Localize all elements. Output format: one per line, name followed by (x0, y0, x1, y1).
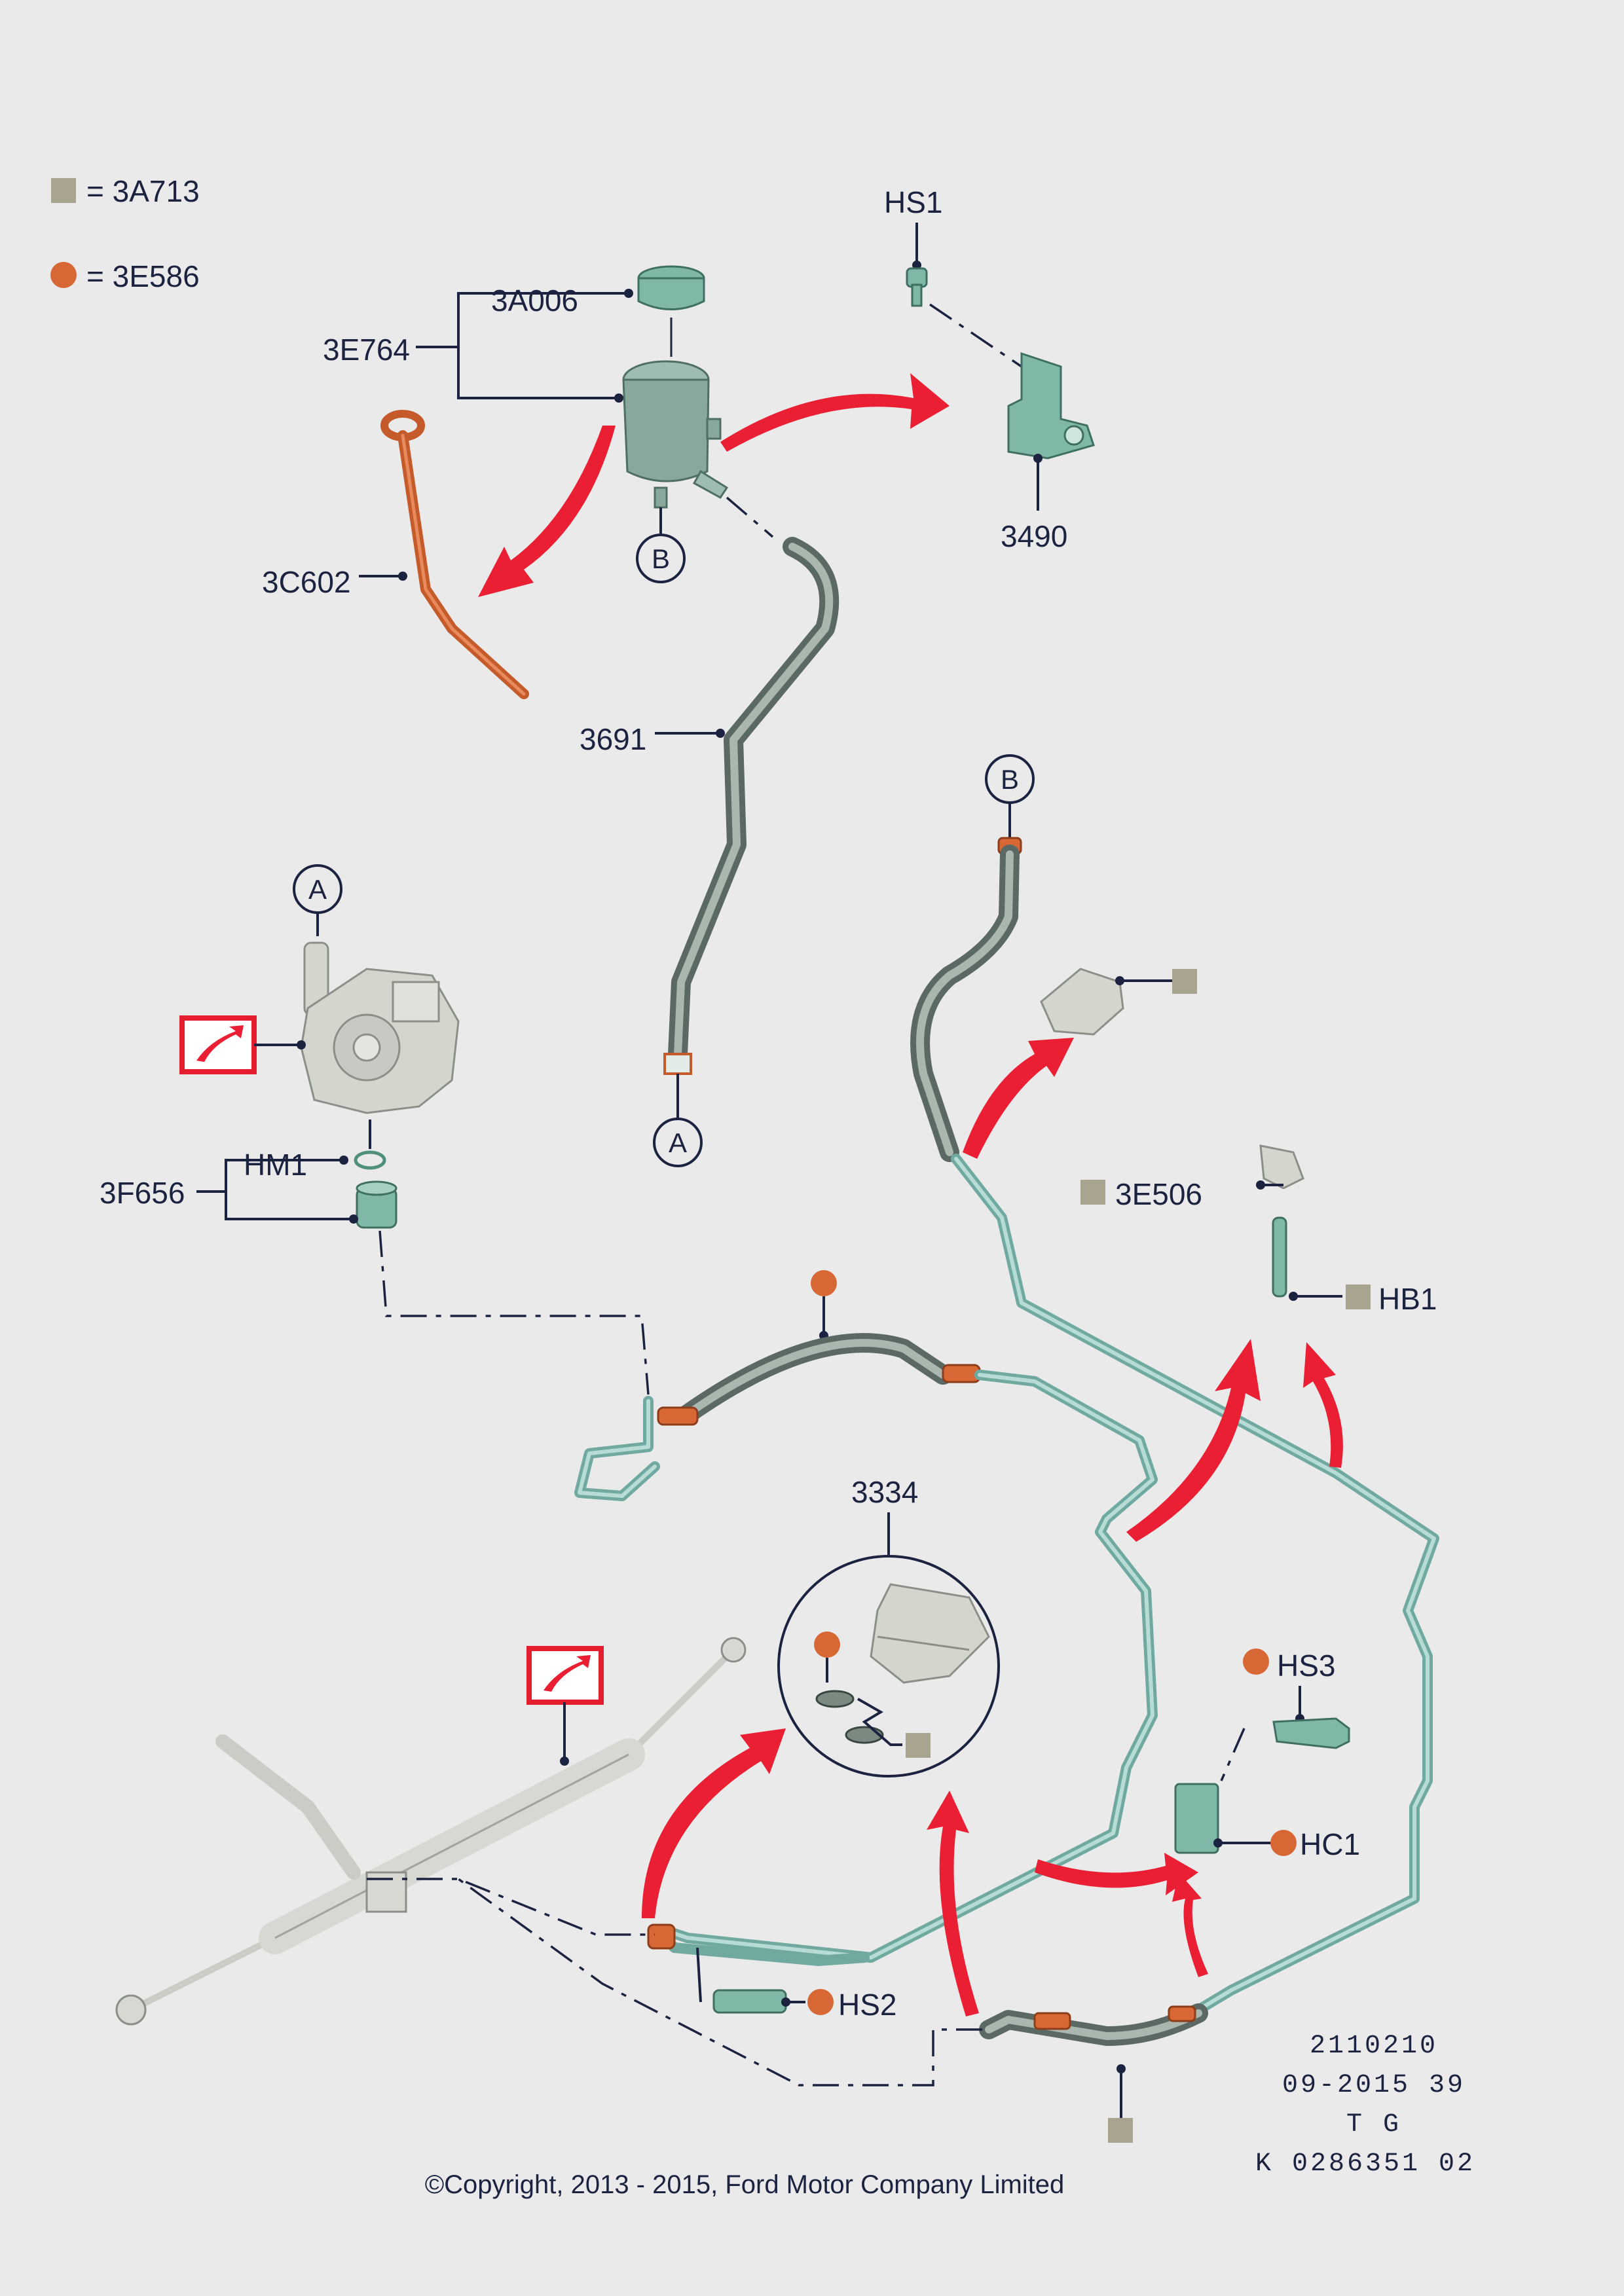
legend-3a713: = 3A713 (86, 174, 200, 208)
label-hs1: HS1 (884, 185, 942, 219)
label-hs3: HS3 (1277, 1649, 1335, 1683)
connector-b-reservoir (636, 534, 686, 583)
reservoir-group: 3A006 3E764 B (323, 265, 774, 583)
arrow-to-3334-left (642, 1728, 786, 1918)
hose-3691: A 3691 (580, 537, 840, 1167)
legend-grey-square-icon (51, 178, 76, 203)
hs3-hc1-group: HS3 HC1 (1174, 1649, 1360, 1861)
label-3c602: 3C602 (262, 565, 351, 599)
reference-line-1: 2110210 (1310, 2032, 1438, 2061)
label-hb1: HB1 (1378, 1282, 1437, 1316)
copyright-text: ©Copyright, 2013 - 2015, Ford Motor Comp… (425, 2170, 1065, 2199)
legend-orange-circle-icon (50, 262, 77, 288)
reference-line-2: 09-2015 39 (1282, 2071, 1466, 2100)
orange-marker-hose (811, 1270, 837, 1296)
label-3e506: 3E506 (1115, 1177, 1202, 1211)
reservoir-body-3e764 (622, 378, 710, 483)
arrow-to-hc1-b (1172, 1872, 1208, 1977)
clip-group (1040, 968, 1197, 1036)
svg-text:A: A (308, 874, 327, 905)
detail-3334-group: 3334 (777, 1475, 1000, 1777)
grey-marker-clip (1172, 969, 1197, 994)
label-3691: 3691 (580, 722, 646, 756)
bolt-hs3 (1272, 1717, 1350, 1749)
arrow-to-bracket (720, 373, 950, 452)
reservoir-cap-body (637, 277, 705, 310)
arrow-to-hb1-a (1126, 1339, 1261, 1542)
legend-3e586: = 3E586 (86, 259, 200, 293)
svg-text:A: A (669, 1127, 687, 1158)
arrow-to-hc1-a (1035, 1853, 1198, 1895)
label-3334: 3334 (851, 1475, 918, 1509)
grey-marker-3e506 (1080, 1180, 1105, 1205)
grey-marker-lower (1108, 2118, 1133, 2143)
orange-marker-3334 (814, 1631, 840, 1658)
return-line-group: B (457, 754, 1439, 2143)
arrow-to-clip (963, 1038, 1074, 1159)
orange-marker-hs3 (1243, 1649, 1269, 1675)
bolt-3e506-group: 3E506 HB1 (1080, 1144, 1437, 1316)
grey-marker-hb1 (1346, 1285, 1371, 1309)
reference-line-4: K 0286351 02 (1255, 2149, 1475, 2179)
label-3490: 3490 (1001, 519, 1067, 553)
orange-marker-hc1 (1270, 1830, 1297, 1856)
bolt-hb1 (1272, 1216, 1287, 1298)
label-hm1: HM1 (244, 1148, 307, 1182)
connector-a-bottom (653, 1118, 703, 1167)
label-hs2: HS2 (838, 1988, 896, 2022)
svg-text:B: B (1001, 764, 1019, 795)
bracket-group: HS1 3490 (884, 185, 1095, 553)
label-hc1: HC1 (1300, 1827, 1360, 1861)
steering-column-input (215, 1734, 361, 1880)
legend: = 3A713 = 3E586 (50, 174, 200, 293)
arrow-to-dipstick (478, 426, 616, 597)
grey-marker-3334 (906, 1733, 931, 1758)
arrow-to-3334-bottom (927, 1791, 979, 2016)
dipstick-group: 3C602 (262, 410, 529, 699)
label-3e764: 3E764 (323, 333, 410, 367)
pressure-hose-group (574, 1270, 1158, 1963)
arrow-to-hb1-b (1303, 1342, 1343, 1468)
pump-group: A HM1 3F656 (100, 864, 650, 1395)
orange-marker-hs2 (807, 1989, 834, 2015)
label-3a006: 3A006 (491, 283, 578, 318)
clip-hc1 (1174, 1783, 1219, 1854)
label-3f656: 3F656 (100, 1176, 185, 1210)
bolt-hs2 (712, 1989, 787, 2014)
reference-block: 2110210 09-2015 39 T G K 0286351 02 (1255, 2032, 1475, 2179)
reference-line-3: T G (1346, 2110, 1401, 2140)
svg-text:B: B (652, 543, 670, 574)
steering-gear-group: HS2 (115, 1637, 896, 2026)
